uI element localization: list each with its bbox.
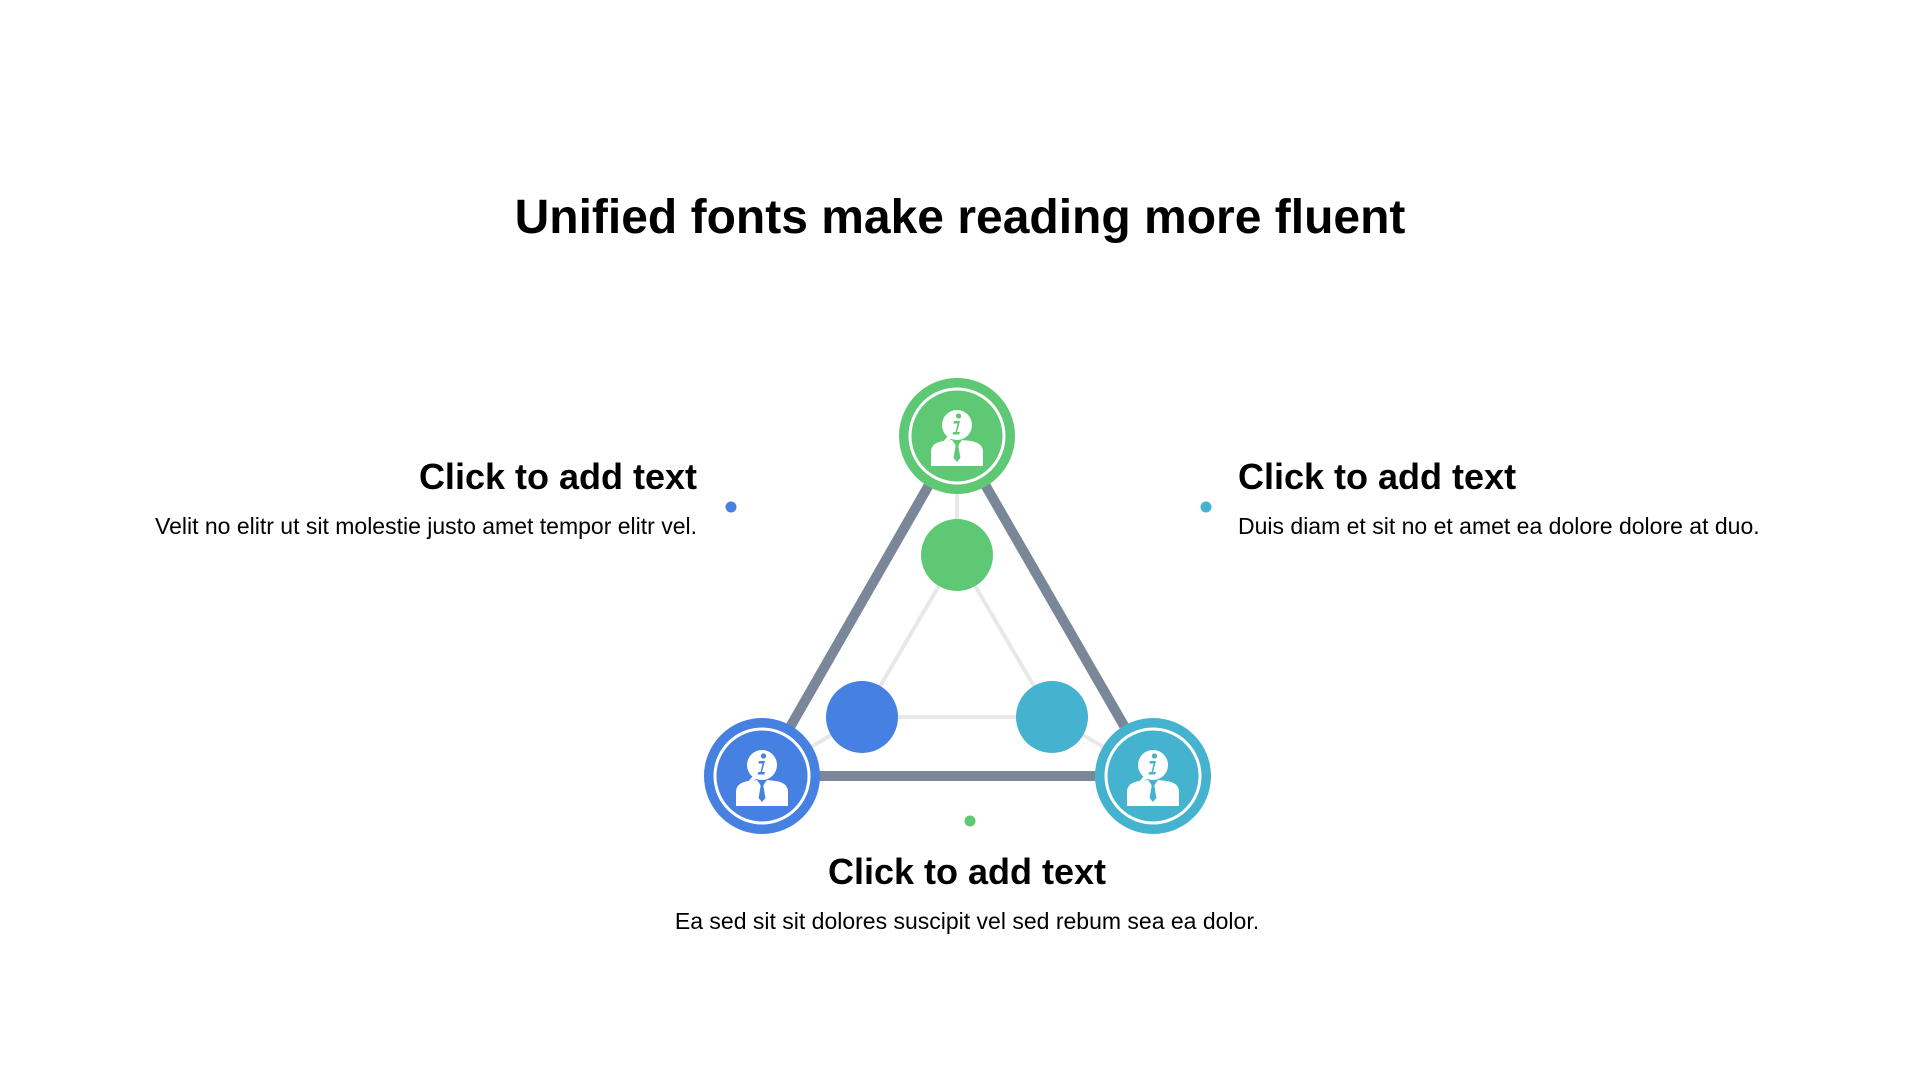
block-description[interactable]: Velit no elitr ut sit molestie justo ame… xyxy=(155,513,697,539)
block-heading[interactable]: Click to add text xyxy=(827,851,1107,892)
block-description[interactable]: Ea sed sit sit dolores suscipit vel sed … xyxy=(674,908,1260,934)
bottom-left-node xyxy=(704,718,820,834)
block-description[interactable]: Duis diam et sit no et amet ea dolore do… xyxy=(1238,513,1760,539)
block-heading[interactable]: Click to add text xyxy=(418,456,697,497)
text-block-left[interactable]: Click to add text Velit no elitr ut sit … xyxy=(155,455,697,541)
inner-node-teal xyxy=(1016,681,1088,753)
top-node xyxy=(899,378,1015,494)
bottom-right-node xyxy=(1095,718,1211,834)
block-heading[interactable]: Click to add text xyxy=(1238,456,1517,497)
text-block-right[interactable]: Click to add text Duis diam et sit no et… xyxy=(1238,455,1760,541)
text-block-bottom[interactable]: Click to add text Ea sed sit sit dolores… xyxy=(0,850,1920,936)
inner-node-blue xyxy=(826,681,898,753)
right-dot xyxy=(1200,501,1212,513)
bottom-dot xyxy=(964,815,976,827)
left-dot xyxy=(725,501,737,513)
outer-triangle xyxy=(753,425,1162,781)
inner-node-green xyxy=(921,519,993,591)
page-title: Unified fonts make reading more fluent xyxy=(514,191,1406,244)
